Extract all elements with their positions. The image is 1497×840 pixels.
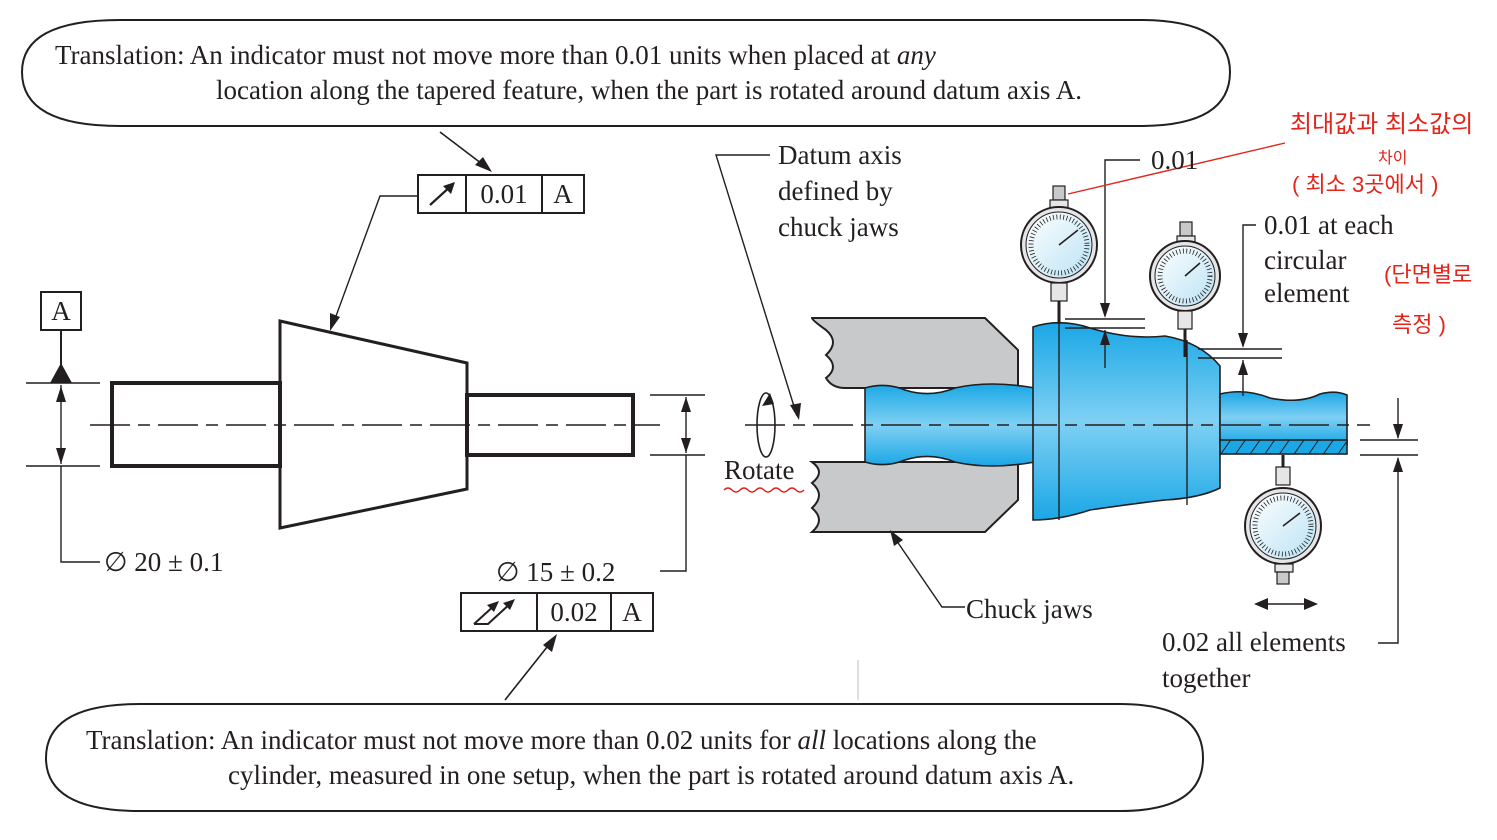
total-runout-arrows-icon — [473, 599, 515, 625]
label-datum-axis-1: Datum axis — [778, 140, 902, 170]
bottom-callout-pointer-arrowhead — [543, 634, 557, 652]
dimension-large-diameter: ∅ 20 ± 0.1 — [104, 547, 224, 577]
dial-indicator-3 — [1244, 455, 1322, 585]
label-each-circular-2: circular — [1264, 245, 1347, 275]
chuck-jaws-leader — [891, 533, 965, 608]
bottom-callout-line1: Translation: An indicator must not move … — [86, 725, 1037, 755]
circular-runout-arrow-icon — [429, 182, 455, 206]
top-callout-line1: Translation: An indicator must not move … — [55, 40, 936, 70]
dimension-arrow-down — [56, 448, 66, 464]
handwritten-note-right-1: (단면별로 — [1384, 262, 1473, 287]
label-all-elements-2: together — [1162, 663, 1251, 693]
circular-runout-symbol — [419, 176, 467, 212]
chuck-jaw-top — [810, 317, 1019, 389]
rotate-arrow-head — [762, 393, 774, 406]
datum-triangle — [50, 363, 72, 383]
dimension-arrow-up — [56, 386, 66, 402]
fcf-total-datum: A — [622, 596, 642, 627]
dimension-arrow-small-up — [681, 397, 691, 412]
chuck-jaws-leader-arrowhead — [890, 530, 903, 546]
label-datum-axis-3: chuck jaws — [778, 212, 899, 242]
travel-arrow-left — [1254, 598, 1268, 610]
label-datum-axis-2: defined by — [778, 176, 893, 206]
dimension-small-diameter: ∅ 15 ± 0.2 — [496, 557, 616, 587]
leader-large-dim — [60, 466, 100, 563]
label-rotate: Rotate — [724, 455, 795, 485]
total-arrow-up — [1393, 457, 1403, 472]
dial-indicator-1 — [1020, 185, 1098, 324]
circular-arrow-up — [1238, 360, 1248, 375]
fcf-circular-runout: 0.01 A — [417, 174, 585, 214]
dial-indicator-2 — [1149, 221, 1221, 357]
leader-fcf-arrowhead — [330, 313, 340, 331]
datum-axis-leader — [715, 154, 798, 417]
rotate-squiggle-underline — [723, 487, 805, 493]
travel-arrow-right — [1304, 598, 1318, 610]
dimension-arrow-small-down — [681, 438, 691, 453]
part-section-hatch — [1219, 439, 1348, 455]
label-all-elements-1: 0.02 all elements — [1162, 627, 1346, 657]
datum-feature-box: A — [40, 291, 82, 331]
label-each-circular-1: 0.01 at each — [1264, 210, 1394, 240]
handwritten-note-top-2b: ( 최소 3곳에서 ) — [1292, 172, 1439, 197]
top-callout-pointer-arrowhead — [475, 157, 492, 172]
label-chuck-jaws: Chuck jaws — [966, 594, 1093, 624]
fcf-circular-tolerance: 0.01 — [467, 176, 543, 212]
total-runout-symbol — [462, 594, 538, 630]
circular-leader — [1242, 224, 1256, 346]
leader-fcf-to-taper — [331, 195, 418, 328]
datum-axis-leader-arrowhead — [790, 403, 801, 420]
handwritten-note-top-2a: 차이 — [1378, 150, 1408, 167]
part-taper-body — [1032, 321, 1221, 521]
tapered-feature — [278, 319, 469, 530]
fcf-total-runout: 0.02 A — [460, 592, 654, 632]
rotate-arrow-ellipse — [756, 392, 776, 458]
handwritten-note-right-2: 측정 ) — [1392, 312, 1446, 337]
part-small-cylinder — [1219, 390, 1348, 445]
top-callout-bubble — [20, 19, 1232, 127]
annotation-pointer-line — [1067, 142, 1286, 195]
runout-001-leader — [1104, 159, 1140, 316]
leader-small-dim — [660, 455, 687, 572]
runout-001-arrow-down — [1100, 303, 1110, 318]
circular-arrow-down — [1238, 333, 1248, 348]
total-arrow-down — [1393, 424, 1403, 439]
top-callout-line2: location along the tapered feature, when… — [216, 75, 1082, 105]
fcf-circular-datum: A — [553, 178, 573, 209]
bottom-callout-bubble — [44, 703, 1205, 812]
runout-001-arrow-up — [1100, 330, 1110, 345]
bottom-callout-line2: cylinder, measured in one setup, when th… — [228, 760, 1075, 790]
total-leader — [1378, 458, 1399, 644]
handwritten-note-top-1: 최대값과 최소값의 — [1290, 111, 1474, 138]
label-each-circular-3: element — [1264, 278, 1350, 308]
fcf-total-tolerance: 0.02 — [538, 594, 612, 630]
label-runout-001: 0.01 — [1151, 145, 1199, 175]
chuck-jaw-bottom — [808, 461, 1019, 533]
